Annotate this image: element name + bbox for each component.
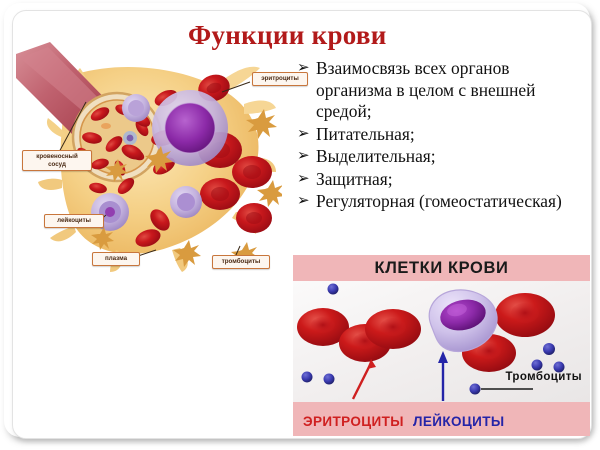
erythrocyte-arrow-head [367, 359, 376, 369]
blood-vessel-illustration: кровеносный сосуд лейкоциты плазма эритр… [14, 42, 308, 274]
list-item: ➢ Взаимосвязь всех органов организма в ц… [297, 58, 589, 123]
label-leukocytes: ЛЕЙКОЦИТЫ [413, 414, 505, 429]
functions-list: ➢ Взаимосвязь всех органов организма в ц… [297, 58, 589, 214]
page-title: Функции крови [188, 20, 387, 50]
platelet-cells [301, 283, 565, 395]
bullet-arrow-icon: ➢ [297, 125, 310, 142]
list-item: ➢ Выделительная; [297, 146, 589, 168]
list-item-label: Выделительная; [316, 146, 436, 166]
callout-blood-vessel: кровеносный сосуд [22, 150, 92, 172]
blood-vessel-svg [16, 42, 282, 272]
blood-cells-diagram [293, 281, 590, 402]
list-item-label: Регуляторная (гомеостатическая) [316, 191, 562, 211]
leukocytes-group [91, 90, 228, 231]
label-thrombocytes: Тромбоциты [505, 371, 582, 383]
panel-footer-band [293, 402, 590, 436]
list-item-label: Питательная; [316, 123, 415, 144]
list-item: ➢ Регуляторная (гомеостатическая) [297, 191, 589, 213]
callout-leukocytes: лейкоциты [44, 214, 104, 228]
erythrocyte-cells [297, 293, 555, 372]
panel-header-band [293, 255, 590, 281]
callout-erythrocytes: эритроциты [252, 72, 308, 86]
list-item-label: Взаимосвязь всех органов организма в цел… [316, 58, 536, 121]
list-item: ➢ Питательная; [297, 124, 589, 146]
leukocyte-cell [428, 289, 498, 353]
bullet-arrow-icon: ➢ [297, 170, 310, 187]
list-item-label: Защитная; [316, 168, 393, 189]
bullet-arrow-icon: ➢ [297, 193, 310, 209]
label-erythrocytes: ЭРИТРОЦИТЫ [303, 414, 404, 429]
blood-cells-svg [297, 283, 565, 401]
panel-title: КЛЕТКИ КРОВИ [374, 259, 509, 277]
callout-plasma: плазма [92, 252, 140, 266]
list-item: ➢ Защитная; [297, 169, 589, 191]
erythrocyte-arrow [351, 362, 373, 400]
bullet-arrow-icon: ➢ [297, 60, 310, 76]
leukocyte-arrow-head [438, 351, 448, 363]
blood-cells-panel: КЛЕТКИ КРОВИ [293, 255, 590, 436]
bullet-arrow-icon: ➢ [297, 148, 310, 164]
callout-thrombocytes: тромбоциты [212, 255, 270, 269]
